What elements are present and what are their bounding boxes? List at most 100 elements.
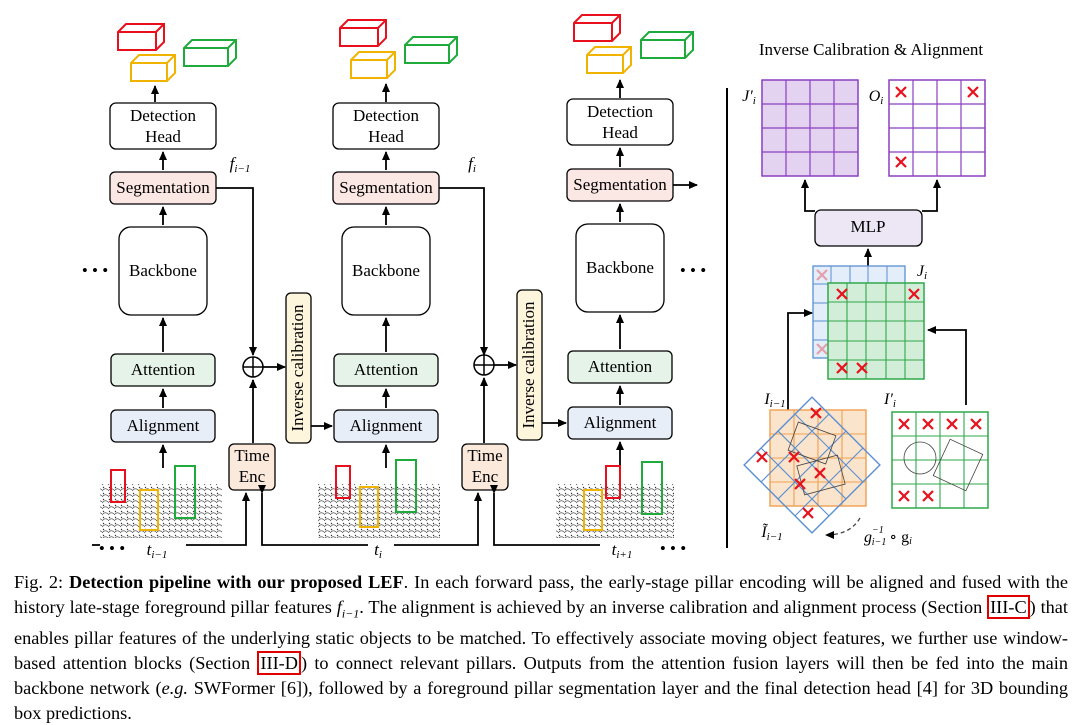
attention-label: Attention (131, 360, 196, 379)
inverse-calibration-label-1: Inverse calibration (288, 304, 307, 431)
3d-box-icon-yellow (350, 51, 396, 79)
attention-label: Attention (354, 360, 419, 379)
j-grid-stack (812, 265, 925, 380)
detection-head-label-1: Detection (130, 106, 197, 125)
time-enc-label-2a: Time (467, 446, 502, 465)
backbone-box (118, 226, 208, 316)
caption-text: . In each forward pass, the early-stage … (14, 572, 1068, 617)
caption-text: ) to connect relevant pillars. Outputs f… (14, 653, 1069, 698)
t-prev-label: ti−1 (147, 540, 168, 561)
time-enc-label-2b: Enc (472, 467, 499, 486)
detection-head-label-1: Detection (353, 106, 420, 125)
i-prime-label: I′i (883, 391, 896, 410)
3d-box-icon-green (404, 36, 458, 64)
o-label: Oi (869, 88, 884, 107)
detection-head-label-2: Head (368, 127, 404, 146)
column-2: Detection Head Segmentation Backbone Att… (318, 19, 476, 561)
lidar-scene-image (556, 484, 674, 538)
3d-box-icon-red (573, 14, 621, 42)
cross-mark (801, 506, 815, 520)
attention-box (567, 350, 673, 384)
3d-box-icon-yellow (586, 46, 632, 74)
3d-box-icon-red (117, 23, 165, 51)
i-prev-label: Ii−1 (763, 391, 785, 410)
section-ref-link[interactable]: III-C (987, 594, 1030, 619)
object-box-yellow (583, 489, 603, 531)
backbone-label: Backbone (129, 261, 197, 280)
object-box-red (110, 469, 126, 503)
ellipsis-right: • • • (680, 261, 706, 280)
j-prime-label: J′i (742, 88, 756, 107)
3d-box-icon-green (183, 39, 237, 67)
inverse-calibration-panel: Inverse Calibration & Alignment J′i Oi M… (742, 40, 989, 548)
caption-title: Detection pipeline with our proposed LEF (69, 572, 404, 592)
segmentation-label: Segmentation (116, 178, 210, 197)
time-enc-label-1a: Time (234, 446, 269, 465)
i-prime-grid (891, 411, 989, 509)
mlp-box (814, 209, 923, 247)
detection-head-box (332, 102, 440, 150)
section-ref-link[interactable]: III-D (257, 651, 301, 676)
panel-title: Inverse Calibration & Alignment (759, 40, 984, 59)
ellipsis-right-bottom: • • • (660, 539, 686, 558)
attention-label: Attention (588, 357, 653, 376)
attention-box (110, 353, 216, 387)
object-box-yellow (359, 486, 379, 528)
3d-box-icon-yellow (130, 54, 176, 82)
object-box-red (605, 465, 621, 499)
time-enc-box-1 (228, 443, 276, 491)
backbone-box (341, 226, 431, 316)
inverse-calibration-box-1 (285, 292, 312, 444)
detection-head-box (109, 102, 217, 150)
caption-prefix: Fig. 2: (14, 572, 70, 592)
object-box-yellow (139, 489, 159, 531)
inverse-calibration-label-2: Inverse calibration (519, 301, 538, 428)
caption-math-sub: i−1 (341, 606, 360, 621)
caption-text: SWFormer [6]), followed by a foreground … (14, 677, 1068, 723)
3d-box-icon-green (640, 31, 694, 59)
object-box-green (641, 461, 663, 515)
alignment-box (567, 406, 673, 440)
t-next-label: ti+1 (612, 540, 633, 561)
f-cur-label: fi (468, 154, 476, 175)
j-label: Ji (917, 263, 927, 282)
3d-box-icon-red (339, 19, 387, 47)
detection-head-label-2: Head (602, 123, 638, 142)
attention-box (333, 353, 439, 387)
time-enc-label-1b: Enc (239, 467, 266, 486)
i-tilde-label: Ĩi−1 (760, 523, 782, 543)
f-prev-label: fi−1 (230, 154, 251, 175)
object-box-green (395, 459, 417, 513)
caption-text: ) that enables pillar features of the un… (14, 596, 1068, 674)
sum-node-2 (473, 354, 495, 376)
object-box-red (335, 465, 351, 499)
alignment-label: Alignment (127, 416, 200, 435)
segmentation-label: Segmentation (339, 178, 433, 197)
ellipsis-left: • • • (82, 261, 108, 280)
t-cur-label: ti (374, 540, 382, 561)
i-prev-grid (743, 396, 881, 534)
segmentation-label: Segmentation (573, 175, 667, 194)
column-1: Detection Head Segmentation Backbone Att… (82, 23, 251, 561)
lidar-scene-image (100, 484, 222, 538)
o-grid (888, 79, 986, 177)
caption-math-f: f (336, 596, 342, 617)
time-enc-box-2 (461, 443, 509, 491)
sum-node-1 (242, 356, 264, 378)
alignment-box (110, 409, 216, 443)
backbone-label: Backbone (586, 258, 654, 277)
figure-caption: Fig. 2: Detection pipeline with our prop… (14, 570, 1068, 725)
caption-text: . The alignment is achieved by an invers… (359, 596, 988, 617)
backbone-label: Backbone (352, 261, 420, 280)
backbone-box (575, 223, 665, 313)
caption-eg: e.g. (161, 677, 188, 698)
j-prime-grid (761, 79, 859, 177)
pipeline-figure: Detection Head Segmentation Backbone Att… (82, 14, 989, 561)
alignment-label: Alignment (584, 413, 657, 432)
detection-head-box (566, 98, 674, 146)
alignment-label: Alignment (350, 416, 423, 435)
mlp-label: MLP (851, 217, 886, 236)
cross-mark (755, 450, 769, 464)
alignment-box (333, 409, 439, 443)
